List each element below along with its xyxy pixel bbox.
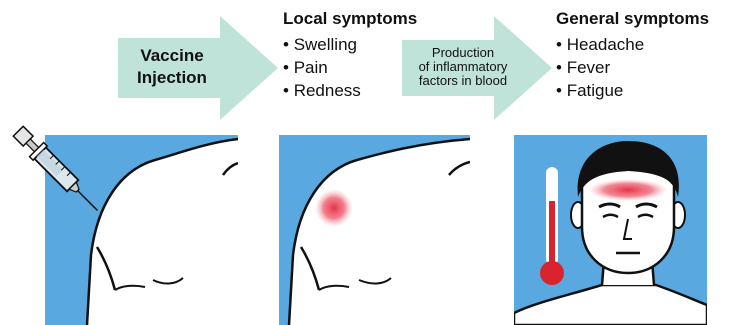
thermometer-icon	[537, 165, 567, 292]
vaccine-injection-label: Vaccine Injection	[120, 40, 224, 94]
local-symptoms-heading: Local symptoms	[283, 9, 417, 29]
list-item: Swelling	[283, 33, 361, 56]
general-symptoms-heading: General symptoms	[556, 9, 709, 29]
list-item: Headache	[556, 33, 644, 56]
arrow1-line2: Injection	[137, 67, 207, 89]
inflammatory-factors-label: Production of inflammatory factors in bl…	[404, 42, 522, 92]
arrow2-line3: factors in blood	[419, 74, 507, 88]
redness-panel	[279, 135, 470, 325]
list-item: Fatigue	[556, 79, 644, 102]
local-symptoms-list: Swelling Pain Redness	[283, 33, 361, 102]
general-symptoms-list: Headache Fever Fatigue	[556, 33, 644, 102]
list-item: Redness	[283, 79, 361, 102]
syringe-icon	[5, 118, 105, 223]
list-item: Fever	[556, 56, 644, 79]
redness-spot	[315, 189, 353, 227]
arrow1-line1: Vaccine	[140, 45, 203, 67]
headache-glow	[588, 179, 668, 201]
arrow2-line2: of inflammatory	[419, 60, 508, 74]
arrow2-line1: Production	[432, 46, 494, 60]
list-item: Pain	[283, 56, 361, 79]
